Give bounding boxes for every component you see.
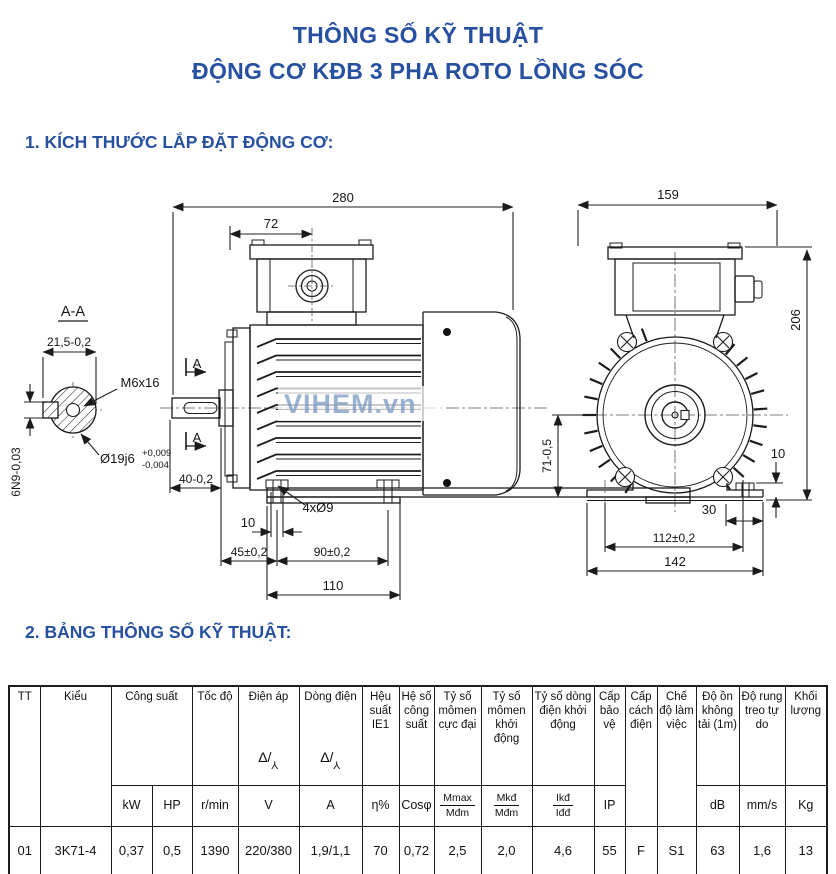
dim-keyway-height: 6N9-0,03 [9, 447, 23, 497]
col-do-on-header: Độ ồn không tải (1m) [695, 685, 740, 786]
dim-hole-slot: 10 [241, 515, 255, 530]
front-view-labels: 159 206 71-0,5 10 30 112±0,2 142 [540, 187, 803, 569]
watermark: VIHEM.vn [278, 386, 446, 421]
section-label: A-A [61, 304, 86, 320]
page-title: THÔNG SỐ KỸ THUẬT ĐỘNG CƠ KĐB 3 PHA ROTO… [0, 18, 836, 89]
unit-a: A [298, 785, 363, 827]
cell-ikd: 4,6 [531, 826, 595, 874]
cell-ip: 55 [593, 826, 626, 874]
unit-kw: kW [110, 785, 153, 827]
unit-cos: Cosφ [398, 785, 435, 827]
side-view-labels: 280 72 40-0,2 A A 10 4xØ9 45±0,2 90±0,2 … [179, 190, 354, 593]
unit-eta: η% [361, 785, 400, 827]
col-kieu-header: Kiểu [39, 685, 112, 827]
col-momen-cuc-dai-header: Tỷ số mômen cực đại [433, 685, 482, 786]
dim-box-offset: 72 [264, 216, 278, 231]
section2-heading: 2. BẢNG THÔNG SỐ KỸ THUẬT: [25, 622, 292, 642]
title-line-2: ĐỘNG CƠ KĐB 3 PHA ROTO LỒNG SÓC [192, 57, 644, 84]
col-momen-khoi-dong-header: Tỷ số mômen khởi động [480, 685, 533, 786]
section-view-dimensions [24, 347, 118, 456]
dim-shaft-dia-tol-plus: +0,009 [142, 448, 171, 459]
col-dien-ap-header: Điện áp Δ/Y [237, 685, 300, 786]
unit-ip: IP [593, 785, 626, 827]
title-line-1: THÔNG SỐ KỸ THUẬT [292, 22, 544, 48]
dien-ap-label: Điện áp [248, 691, 289, 703]
dim-foot-width: 142 [664, 554, 686, 569]
cell-eta: 70 [361, 826, 400, 874]
section1-heading: 1. KÍCH THƯỚC LẮP ĐẶT ĐỘNG CƠ: [25, 132, 334, 152]
dim-overall-length: 280 [332, 190, 354, 205]
col-hieu-suat-header: Hệu suất IE1 [361, 685, 400, 786]
dong-dien-label: Dòng điện [304, 691, 357, 703]
cell-v: 220/380 [237, 826, 300, 874]
cell-db: 63 [695, 826, 740, 874]
col-cap-bao-ve-header: Cấp bảo vệ [593, 685, 626, 786]
col-cap-cach-dien-header: Cấp cách điện [624, 685, 658, 827]
front-view-dimensions [552, 200, 812, 576]
dim-shaft-length: 40-0,2 [179, 472, 213, 486]
dim-hole-span-front: 112±0,2 [653, 531, 696, 545]
spec-table: TT Kiểu Công suất Tốc độ Điện áp Δ/Y Dòn… [8, 685, 828, 874]
delta-star-symbol: Δ/Y [320, 748, 341, 770]
col-do-rung-header: Độ rung treo tự do [738, 685, 786, 786]
col-he-so-cong-suat-header: Hệ số công suất [398, 685, 435, 786]
dim-overall-height: 206 [788, 309, 803, 331]
cell-tt: 01 [8, 826, 41, 874]
cell-mkd: 2,0 [480, 826, 533, 874]
dim-axis-height: 71-0,5 [540, 439, 554, 473]
unit-hp: HP [151, 785, 193, 827]
cell-mmax: 2,5 [433, 826, 482, 874]
col-khoi-luong-header: Khối lượng [784, 685, 828, 786]
dim-foot-length: 110 [323, 578, 344, 593]
dim-hole-span-side: 90±0,2 [314, 545, 351, 559]
cell-kw: 0,37 [110, 826, 153, 874]
motor-dimension-drawing: 280 72 40-0,2 A A 10 4xØ9 45±0,2 90±0,2 … [0, 180, 836, 610]
col-tt-header: TT [8, 685, 41, 827]
unit-mms: mm/s [738, 785, 786, 827]
cell-hp: 0,5 [151, 826, 193, 874]
dim-thread: M6x16 [120, 375, 159, 390]
section-view-labels: A-A 21,5-0,2 M6x16 6N9-0,03 Ø19j6 +0,009… [9, 304, 171, 497]
cell-cos: 0,72 [398, 826, 435, 874]
col-cong-suat-header: Công suất [110, 685, 193, 786]
side-view-dimensions [169, 202, 514, 600]
unit-v: V [237, 785, 300, 827]
unit-rpm: r/min [191, 785, 239, 827]
section-mark-a-top: A [193, 356, 202, 371]
cell-kg: 13 [784, 826, 828, 874]
side-view [160, 228, 691, 504]
col-che-do-lam-viec-header: Chế độ làm việc [656, 685, 697, 827]
dim-boss-height: 10 [771, 446, 785, 461]
section-mark-a-bottom: A [193, 430, 202, 445]
cell-rpm: 1390 [191, 826, 239, 874]
delta-star-symbol: Δ/Y [258, 748, 279, 770]
col-dong-dien-header: Dòng điện Δ/Y [298, 685, 363, 786]
front-view [572, 242, 788, 512]
cell-kieu: 3K71-4 [39, 826, 112, 874]
dim-shaft-dia-tol-minus: -0,004 [142, 460, 169, 471]
cell-a: 1,9/1,1 [298, 826, 363, 874]
cell-che-do: S1 [656, 826, 697, 874]
dim-shaft-dia: Ø19j6 [100, 451, 135, 466]
dim-key-width: 21,5-0,2 [47, 335, 91, 349]
unit-kg: Kg [784, 785, 828, 827]
dim-shaft-to-hole: 45±0,2 [231, 545, 268, 559]
dim-foot-holes: 4xØ9 [302, 500, 333, 515]
unit-db: dB [695, 785, 740, 827]
cell-cach-dien: F [624, 826, 658, 874]
cell-rung: 1,6 [738, 826, 786, 874]
dim-hole-to-edge: 30 [702, 502, 716, 517]
dim-overall-width: 159 [657, 187, 679, 202]
watermark-text: VIHEM.vn [284, 389, 417, 419]
col-dong-dien-khoi-dong-header: Tỷ số dòng điện khởi động [531, 685, 595, 786]
col-toc-do-header: Tốc độ [191, 685, 239, 786]
